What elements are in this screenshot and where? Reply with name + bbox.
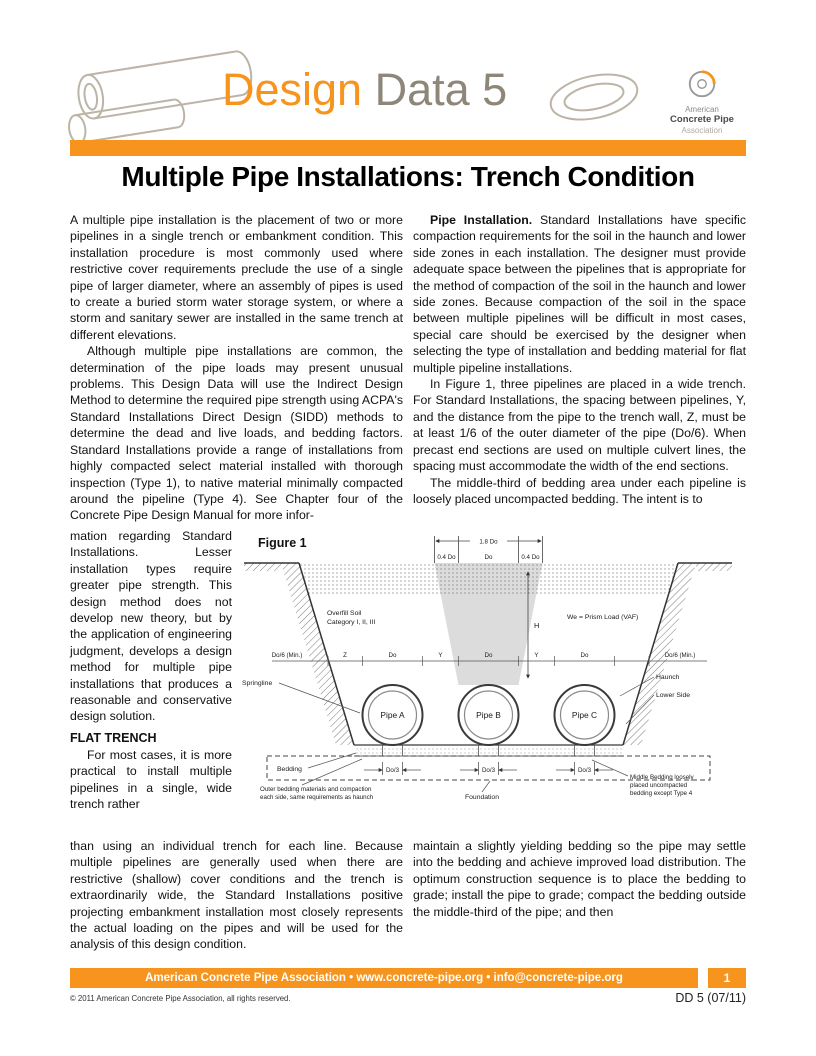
logo-line-concrete-pipe: Concrete Pipe [670, 113, 734, 125]
dim-04do-right-label: 0.4 Do [521, 554, 540, 561]
footer-bar: American Concrete Pipe Association • www… [70, 968, 698, 988]
trench-outline [244, 562, 732, 746]
body-paragraph: maintain a slightly yielding bedding so … [413, 839, 746, 919]
brand-word-data5: Data 5 [362, 64, 508, 115]
middle-bedding-note-1: Middle Bedding loosely [630, 774, 695, 781]
springline-leader [278, 682, 361, 714]
pipe-a-label: Pipe A [380, 710, 405, 720]
overfill-stipple [299, 563, 678, 594]
bedding-layer [354, 745, 623, 756]
left-column-bottom: than using an individual trench for each… [70, 838, 403, 953]
left-ground-hatch [244, 563, 281, 571]
right-ground-hatch [696, 563, 732, 571]
body-paragraph: For most cases, it is more practical to … [70, 747, 232, 812]
foundation-dashed-outline [266, 755, 711, 781]
dim-do-center-label: Do [485, 554, 493, 561]
middle-bedding-note-2: placed uncompacted [630, 782, 688, 789]
paragraph-lead-in: Pipe Installation. [430, 213, 533, 227]
flat-trench-heading: FLAT TRENCH [70, 730, 157, 745]
right-column-top: Pipe Installation. Standard Installation… [413, 212, 746, 507]
middle-bedding-leader [591, 759, 629, 777]
do3-dim-b: Do/3 [482, 767, 496, 774]
body-paragraph: In Figure 1, three pipelines are placed … [413, 377, 746, 474]
outer-bedding-leader [301, 758, 363, 786]
row-do-a-label: Do [389, 652, 397, 659]
logo-line-american: American [685, 105, 719, 115]
body-paragraph: A multiple pipe installation is the plac… [70, 213, 403, 342]
body-paragraph: The middle-third of bedding area under e… [413, 475, 746, 506]
figure-1: Figure 1 [232, 528, 746, 834]
row-do6-right-label: Do/6 (Min.) [665, 652, 696, 659]
dim-1-8do-label: 1.8 Do [479, 539, 498, 546]
outer-bedding-note-2: each side, same requirements as haunch [260, 794, 374, 801]
body-paragraph: mation regarding Standard Installations.… [70, 529, 232, 724]
row-do6-left-label: Do/6 (Min.) [272, 652, 303, 659]
springline-label: Springline [242, 680, 272, 687]
acpa-logo-icon [688, 70, 716, 98]
brand-title: Design Data 5 [222, 64, 507, 116]
foundation-leader [481, 780, 491, 793]
lower-side-label: Lower Side [656, 692, 690, 699]
row-z-label: Z [343, 652, 347, 659]
footer-page-number: 1 [708, 968, 746, 988]
do3-dim-a: Do/3 [386, 767, 400, 774]
do3-dim-c: Do/3 [578, 767, 592, 774]
dim-04do-left-label: 0.4 Do [437, 554, 456, 561]
figure-caption: Figure 1 [258, 536, 307, 550]
page-title: Multiple Pipe Installations: Trench Cond… [121, 161, 695, 192]
acpa-logo: American Concrete Pipe Association [652, 68, 752, 135]
haunch-label: Haunch [656, 674, 680, 681]
bedding-label: Bedding [277, 766, 302, 773]
row-do-c-label: Do [581, 652, 589, 659]
logo-line-association: Association [681, 125, 723, 135]
body-paragraph: Pipe Installation. Standard Installation… [413, 212, 746, 376]
paragraph-text: Standard Installations have specific com… [413, 213, 746, 375]
left-column-narrow: mation regarding Standard Installations.… [70, 528, 232, 813]
overfill-soil-label-1: Overfill Soil [327, 610, 362, 617]
h-label: H [534, 621, 539, 630]
footer-copyright: © 2011 American Concrete Pipe Associatio… [70, 994, 291, 1003]
row-y-ab-label: Y [438, 652, 442, 659]
overfill-soil-label-2: Category I, II, III [327, 619, 375, 626]
middle-third-ticks [364, 745, 613, 775]
row-y-bc-label: Y [534, 652, 538, 659]
pipe-stack-sketch [52, 42, 267, 152]
trench-diagram: 1.8 Do 0.4 Do Do 0.4 Do Overfill Soil Ca… [242, 536, 732, 801]
right-wall-soil-hatch [623, 563, 696, 745]
right-column-bottom: maintain a slightly yielding bedding so … [413, 838, 746, 920]
haunch-leader [619, 676, 655, 697]
prism-load-label: We = Prism Load (VAF) [567, 614, 638, 621]
lower-side-leader [625, 694, 655, 725]
pipe-end-drawing [549, 73, 639, 121]
pipes [361, 684, 616, 746]
pipe-c-label: Pipe C [572, 710, 597, 720]
left-column-top: A multiple pipe installation is the plac… [70, 212, 403, 524]
body-paragraph: Although multiple pipe installations are… [70, 344, 403, 523]
pipe-end-sketch [543, 66, 645, 133]
spacing-dimension-row [272, 656, 707, 666]
top-dimension-ticks [434, 536, 543, 563]
body-paragraph: than using an individual trench for each… [70, 839, 403, 952]
outer-bedding-note-1: Outer bedding materials and compaction [260, 786, 372, 793]
left-wall-soil-hatch [281, 563, 354, 745]
row-do-b-label: Do [485, 652, 493, 659]
middle-bedding-note-3: bedding except Type 4 [630, 790, 693, 797]
footer-doc-code: DD 5 (07/11) [675, 991, 746, 1005]
pipe-b-label: Pipe B [476, 710, 501, 720]
pipe-sketch-drawing [68, 50, 253, 144]
brand-word-design: Design [222, 64, 363, 115]
foundation-label: Foundation [465, 794, 499, 801]
bedding-leader [307, 752, 357, 769]
header-orange-rule [70, 140, 746, 156]
